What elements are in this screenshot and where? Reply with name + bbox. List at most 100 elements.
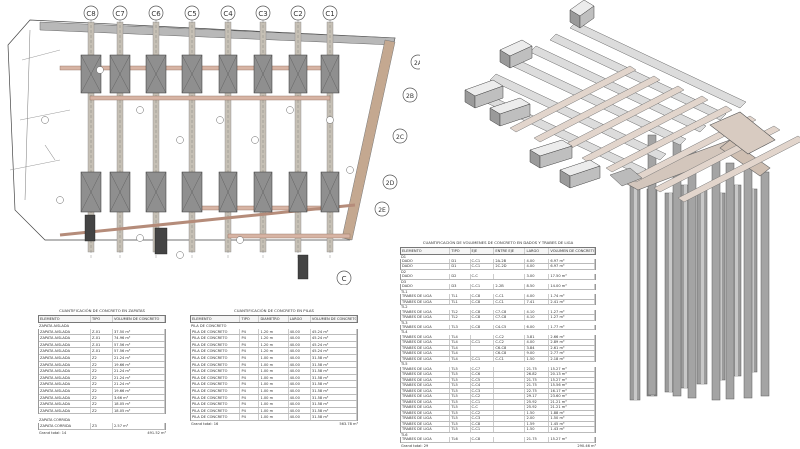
- table-cell: 3.84: [525, 345, 550, 351]
- table-cell: TRABES DE LIGA: [401, 315, 451, 320]
- table-cell: 40.00: [289, 368, 311, 374]
- table-cell: 6.97 m³: [549, 258, 596, 264]
- axis-label-side: 2A: [414, 60, 420, 67]
- table-cell: TRABES DE LIGA: [401, 351, 451, 356]
- table-cell: C-C1: [471, 427, 495, 432]
- table-cell: 1.77 m³: [549, 324, 596, 330]
- table-cell: ZAPATA AISLADA: [39, 354, 91, 361]
- table-cell: PILA DE CONCRETO: [191, 414, 241, 420]
- table-cell: 2.66 m³: [549, 334, 596, 340]
- table-cell: Z-01: [91, 348, 113, 354]
- pile-highlight: [751, 189, 754, 372]
- table-cell: TRABES DE LIGA: [401, 324, 451, 330]
- table-cell: 19.66 m³: [113, 361, 165, 368]
- column-header: TIPO: [240, 316, 260, 322]
- table-title: CUANTIFICACIÓN DE CONCRETO EN PILAS: [234, 308, 314, 313]
- table-cell: 29.17: [525, 394, 550, 399]
- axis-marker-side: 2A: [410, 54, 420, 70]
- footing-block-front: [579, 5, 595, 29]
- table-cell: C-C1: [471, 258, 495, 264]
- table-cell: TRABES DE LIGA: [401, 388, 451, 394]
- table-cell: 1.00 m: [259, 414, 289, 420]
- plan-annotation-line: [24, 29, 56, 201]
- table-cell: 1.00 m: [259, 368, 289, 374]
- table-cell: C-C1: [471, 340, 495, 345]
- table-group-label: TL1: [401, 289, 408, 294]
- table-cell: 21.24 m³: [113, 381, 165, 387]
- table-cell: 40.00: [289, 414, 311, 420]
- pile-tag-marker: [216, 116, 224, 124]
- table-cell: 31.58 m³: [311, 354, 357, 361]
- table-cell: C-C: [471, 405, 495, 410]
- table-dados-trabes: CUANTIFICACIÓN DE VOLUMENES DE CONCRETO …: [400, 238, 596, 449]
- table-cell: P4: [240, 381, 260, 387]
- table-cell: TL2: [450, 315, 471, 320]
- table-cell: PILA DE CONCRETO: [191, 354, 241, 361]
- table-cell: DADO: [401, 264, 451, 269]
- table-cell: 1.50: [525, 410, 550, 416]
- table-cell: 31.58 m³: [311, 414, 357, 420]
- axis-label-side: 2B: [406, 93, 414, 100]
- table-cell: P4: [240, 328, 260, 335]
- table-cell: TRABES DE LIGA: [401, 377, 451, 383]
- table-cell: 45.24 m³: [311, 335, 357, 341]
- table-cell: 2.61 m³: [549, 345, 596, 351]
- table-cell: C-C8: [471, 294, 495, 299]
- table-cell: 21.75: [525, 383, 550, 388]
- table-cell: P4: [240, 368, 260, 374]
- table-cell: 1.00 m: [259, 387, 289, 394]
- table-cell: 14.00 m³: [549, 284, 596, 289]
- table-cell: P4: [240, 387, 260, 394]
- table-cell: Z2: [91, 407, 113, 414]
- table-cell: C7-C8: [494, 309, 526, 315]
- table-cell: 1.00 m: [259, 381, 289, 387]
- table-cell: 21.24 m³: [113, 368, 165, 374]
- table-cell: 2A-2B: [494, 258, 526, 264]
- table-cell: ZAPATA AISLADA: [39, 387, 91, 394]
- table-cell: TRABES DE LIGA: [401, 437, 451, 442]
- table-cell: 1.20 m: [259, 341, 289, 348]
- column-header: VOLUMEN DE CONCRETO: [113, 316, 165, 322]
- table-cell: ZAPATA AISLADA: [39, 381, 91, 387]
- table-cell: 37.50 m³: [113, 328, 165, 335]
- table-cell: P4: [240, 407, 260, 414]
- axis-label-top: C7: [115, 10, 124, 18]
- axis-label-side: 2E: [378, 207, 386, 214]
- axis-marker-top: C5: [184, 5, 200, 21]
- table-cell: PILA DE CONCRETO: [191, 335, 241, 341]
- table-cell: Z2: [91, 368, 113, 374]
- table-cell: 40.00: [289, 381, 311, 387]
- total-value: 491.52 m³: [147, 430, 166, 435]
- tie-beam-cross: [509, 65, 637, 133]
- pile-cap-corner: [609, 167, 643, 187]
- table-cell: C-C8: [471, 299, 495, 305]
- table-cell: 1.50: [525, 427, 550, 432]
- tie-beam: [89, 95, 331, 101]
- table-cell: [494, 405, 526, 410]
- table-cell: Z2: [91, 387, 113, 394]
- pile-shaft: [725, 162, 735, 400]
- table-cell: [494, 366, 526, 372]
- table-cell: PILA DE CONCRETO: [191, 381, 241, 387]
- table-cell: [494, 383, 526, 388]
- axis-label-top: C8: [86, 10, 95, 18]
- column-header: ELEMENTO: [401, 248, 451, 254]
- table-cell: 1.20 m: [259, 335, 289, 341]
- pile-tag-marker: [96, 66, 104, 74]
- table-total-row: Grand total: 14 491.52 m³: [38, 430, 166, 436]
- table-cell: P4: [240, 394, 260, 401]
- table-cell: 17.50 m³: [549, 274, 596, 279]
